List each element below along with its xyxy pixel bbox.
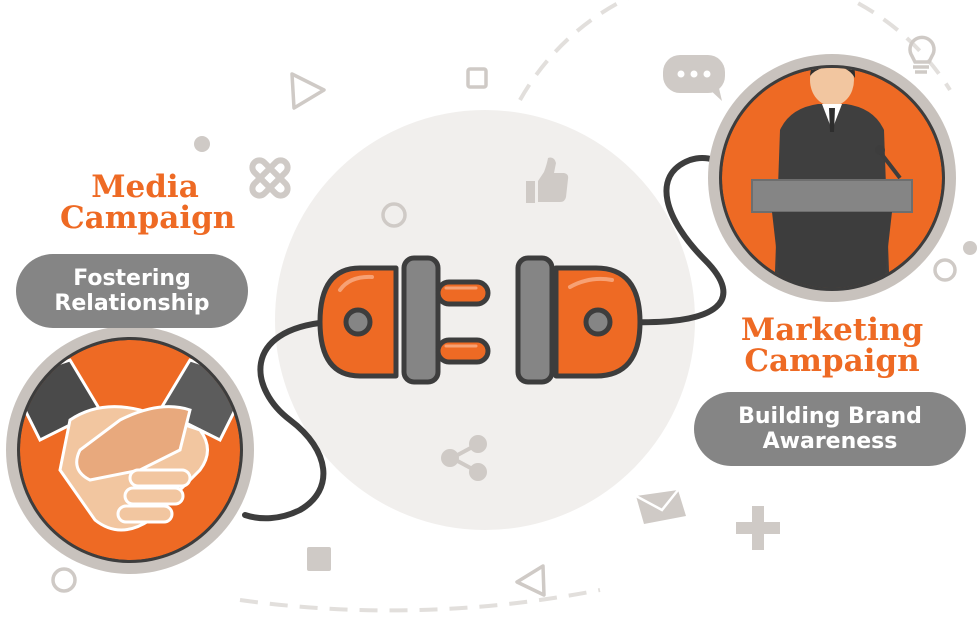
center-circle	[273, 108, 697, 532]
media-subtitle-line1: Fostering	[73, 265, 191, 291]
envelope-icon	[635, 489, 686, 524]
triangle-icon-bottom	[515, 564, 546, 597]
left-cable	[242, 319, 331, 522]
speaker-at-podium-icon	[708, 54, 956, 302]
square-filled-icon	[307, 547, 331, 571]
dot-right	[963, 241, 977, 255]
rounded-x-icon	[249, 157, 291, 199]
plug-icon	[317, 255, 491, 385]
lightbulb-icon	[908, 35, 936, 74]
circle-outline-icon-bottom	[51, 567, 77, 593]
media-campaign-title: Media Campaign	[60, 169, 235, 234]
circle-outline-icon	[381, 202, 407, 228]
marketing-campaign-title: Marketing Campaign	[722, 315, 942, 377]
media-title-line1: Media	[91, 169, 199, 205]
decorations	[51, 67, 957, 597]
dashed-arc	[518, 0, 952, 101]
dashed-arc-lower	[239, 588, 601, 613]
chat-bubble-icon	[663, 55, 725, 101]
handshake-icon	[6, 326, 254, 574]
dot	[194, 136, 210, 152]
plus-icon	[736, 506, 780, 550]
right-cable	[625, 154, 731, 326]
socket-icon	[515, 255, 643, 385]
media-subtitle-line2: Relationship	[54, 291, 210, 316]
thumbs-up-icon	[526, 157, 569, 203]
square-outline-icon	[466, 67, 488, 89]
triangle-icon	[290, 72, 326, 110]
marketing-title-line2: Campaign	[744, 343, 920, 379]
share-icon	[441, 435, 487, 481]
fostering-relationship-badge: Fostering Relationship	[16, 254, 248, 328]
marketing-title-line1: Marketing	[740, 312, 924, 348]
building-brand-awareness-badge: Building Brand Awareness	[694, 392, 966, 466]
marketing-subtitle-line1: Building Brand	[738, 403, 922, 429]
marketing-subtitle-line2: Awareness	[762, 429, 898, 454]
media-title-line2: Campaign	[60, 200, 236, 236]
circle-outline-icon-right	[933, 258, 957, 282]
